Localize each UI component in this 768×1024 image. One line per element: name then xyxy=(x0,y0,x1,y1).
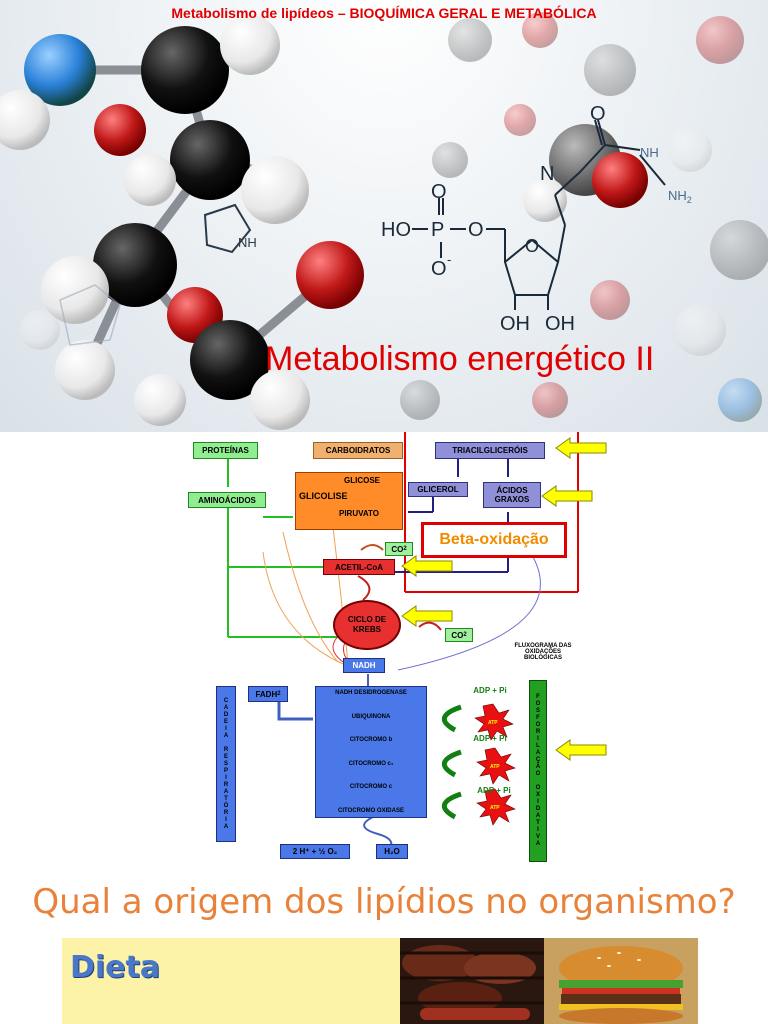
ester-oxygen: O xyxy=(468,219,484,241)
nadh-box: NADH xyxy=(343,658,385,673)
oxygen-minus: - xyxy=(447,252,451,267)
adp-pi-label-2: ADP + Pi xyxy=(473,733,507,743)
proteinas-box: PROTEÍNAS xyxy=(193,442,258,459)
protons-oxygen-box: 2 H⁺ + ½ O₂ xyxy=(280,844,350,859)
nitrogen-label: N xyxy=(540,163,554,185)
phosphate-oxygen-top: O xyxy=(431,181,447,203)
diet-panel: Dieta xyxy=(62,938,400,1024)
arrow-fosforilacao xyxy=(555,739,607,761)
electron-chain-box: NADH DESIDROGENASE UBIQUINONA CITOCROMO … xyxy=(315,686,427,818)
banner-image: NH HO P O O - O O OH OH xyxy=(0,0,768,432)
atp-label-3: ATP xyxy=(490,805,500,811)
hydroxyl-1: OH xyxy=(500,313,530,335)
phosphorus-label: P xyxy=(431,219,444,241)
question-heading: Qual a origem dos lipídios no organismo? xyxy=(32,882,736,922)
highlight-arrows xyxy=(401,437,607,761)
aminoacidos-box: AMINOÁCIDOS xyxy=(188,492,266,508)
glicerol-box: GLICEROL xyxy=(408,482,468,497)
chain-step-4: CITOCROMO c₁ xyxy=(348,760,394,767)
ciclo-krebs-circle: CICLO DE KREBS xyxy=(333,600,401,650)
acetil-coa-box: ACETIL-CoA xyxy=(323,559,395,575)
fluxograma-caption: FLUXOGRAMA DAS OXIDAÇÕES BIOLÓGICAS xyxy=(514,643,572,661)
arrow-krebs xyxy=(401,605,453,627)
piruvato-label: PIRUVATO xyxy=(339,509,380,518)
arrow-acidos-graxos xyxy=(541,485,593,507)
glicolise-box: GLICOSE GLICOLISE PIRUVATO xyxy=(295,472,403,530)
atp-label-1: ATP xyxy=(488,720,498,726)
water-box: H₂O xyxy=(376,844,408,859)
glicolise-label: GLICOLISE xyxy=(299,491,348,501)
diet-label: Dieta xyxy=(70,950,161,985)
fosforilacao-oxidativa-bar: FOSFORILAÇÃO OXIDATIVA xyxy=(529,680,547,862)
burger-image xyxy=(544,938,698,1024)
header-title: Metabolismo de lipídeos – BIOQUÍMICA GER… xyxy=(171,5,597,21)
atp-label-2: ATP xyxy=(490,764,500,770)
nh2-label: NH2 xyxy=(668,188,692,205)
pyrrole-nh-label: NH xyxy=(238,235,257,250)
carboidratos-box: CARBOIDRATOS xyxy=(313,442,403,459)
cadeia-respiratoria-bar: CADEIA RESPIRATÓRIA xyxy=(216,686,236,842)
chain-step-3: CITOCROMO b xyxy=(349,737,393,744)
arrow-acetil-coa xyxy=(401,555,453,577)
acidos-graxos-box: ÁCIDOS GRAXOS xyxy=(483,482,541,508)
carbonyl-oxygen: O xyxy=(590,103,606,125)
grilled-meat-image xyxy=(400,938,544,1024)
adp-pi-label-1: ADP + Pi xyxy=(473,685,507,695)
chain-step-6: CITOCROMO OXIDASE xyxy=(338,807,404,814)
triacilglicerois-box: TRIACILGLICERÓIS xyxy=(435,442,545,459)
molecule-illustration: NH HO P O O - O O OH OH xyxy=(0,12,768,430)
hydroxyl-2: OH xyxy=(545,313,575,335)
chain-step-1: NADH DESIDROGENASE xyxy=(335,690,407,696)
nh-label: NH xyxy=(640,145,659,160)
arrow-triacilglicerois xyxy=(555,437,607,459)
main-title: Metabolismo energético II xyxy=(265,340,655,378)
ring-oxygen: O xyxy=(525,236,539,256)
beta-oxidacao-box: Beta-oxidação xyxy=(421,522,567,558)
phosphate-oxygen-bottom: O xyxy=(431,258,447,280)
metabolism-flowchart: ATP ATP ATP ATP e⁻ e⁻ e⁻ e⁻ e⁻ PROTEÍNAS… xyxy=(183,432,613,864)
adp-pi-label-3: ADP + Pi xyxy=(477,785,511,795)
glicose-label: GLICOSE xyxy=(344,476,381,485)
chain-step-5: CITOCROMO c xyxy=(349,784,393,791)
ho-label: HO xyxy=(381,219,411,241)
chain-step-2: UBIQUINONA xyxy=(351,713,391,720)
